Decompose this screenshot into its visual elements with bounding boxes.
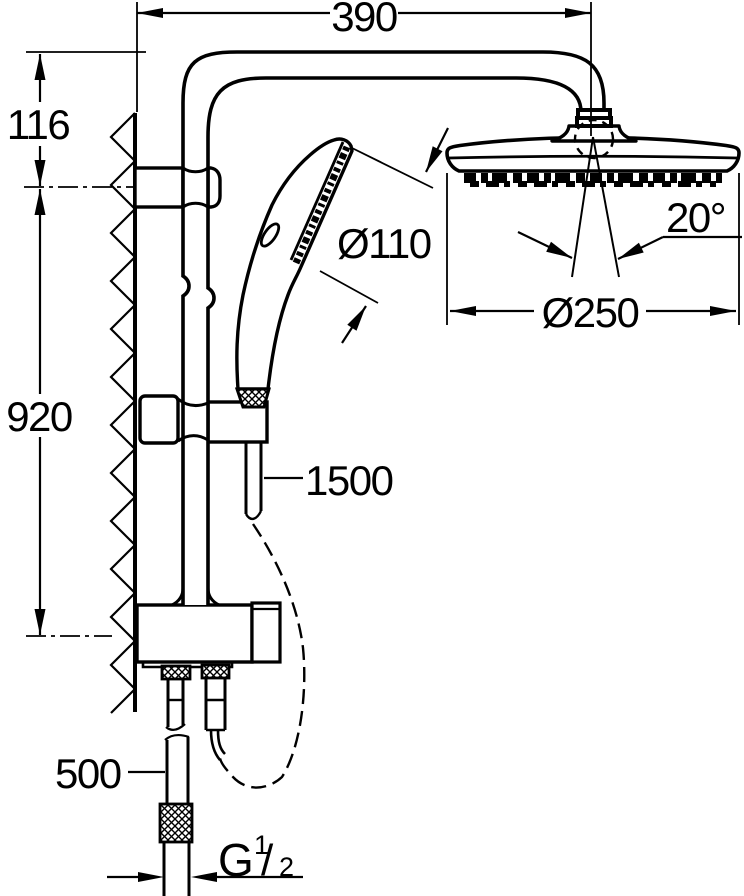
glide-element — [138, 394, 180, 445]
dim-label-250: Ø250 — [542, 289, 639, 336]
inlet-connections — [158, 663, 231, 896]
dim-label-20deg: 20° — [666, 194, 725, 241]
dim-head-shower-diameter: Ø250 — [446, 173, 740, 336]
arm-connector-ring-2 — [575, 116, 613, 128]
spray-cone-right-line — [592, 136, 620, 278]
pipe-outer-edge — [181, 50, 606, 605]
shower-rail-and-arm — [171, 50, 606, 607]
head-shower-rim-line — [448, 154, 738, 160]
dim-arm-projection: 390 — [136, 0, 592, 136]
hand-shower-cone-nut — [234, 387, 271, 409]
spray-cone-left-line — [571, 136, 594, 278]
left-union-nut — [160, 664, 192, 681]
thread-slash: / — [261, 836, 274, 885]
hand-shower-face-inner-line — [289, 141, 345, 261]
hand-shower-nozzle-band — [292, 145, 351, 265]
thread-denominator: 2 — [279, 852, 294, 882]
head-shower — [445, 108, 741, 278]
head-shower-escutcheon — [550, 124, 638, 143]
dim-label-116: 116 — [7, 101, 70, 148]
dim-shower-hose: 1500 — [264, 457, 394, 504]
dim-inlet-hose: 500 — [55, 750, 165, 797]
dim-label-390: 390 — [331, 0, 397, 40]
dim-thread-size: G 1 / 2 — [107, 830, 303, 886]
right-union-nut — [200, 663, 231, 680]
thread-letter: G — [218, 834, 253, 886]
bottom-bracket — [135, 601, 282, 669]
hand-shower-button — [259, 222, 281, 248]
pipe-inner-edge — [206, 76, 583, 605]
hose-loop-phantom — [218, 523, 306, 789]
hand-shower-body — [235, 137, 354, 391]
hand-shower-holder — [206, 400, 269, 444]
hand-shower — [234, 137, 354, 409]
dim-rail-length: 920 — [6, 189, 112, 637]
hand-shower-hose-stub — [244, 442, 263, 521]
dim-label-500: 500 — [55, 750, 121, 797]
head-shower-disc — [445, 135, 741, 173]
dim-label-1500: 1500 — [305, 457, 393, 504]
dim-arm-to-holder: 116 — [7, 51, 146, 188]
dim-spray-angle: 20° — [517, 194, 742, 260]
thread-numerator: 1 — [254, 830, 269, 860]
wall-hatch — [109, 112, 137, 714]
wall-section — [109, 112, 137, 714]
hose-fitting — [158, 802, 194, 844]
dim-hand-shower-face: Ø110 — [319, 127, 449, 344]
dim-label-110: Ø110 — [337, 220, 431, 267]
ball-joint-phantom-circle — [573, 118, 615, 160]
diverter-box — [250, 601, 282, 664]
dim-label-920: 920 — [6, 393, 72, 440]
